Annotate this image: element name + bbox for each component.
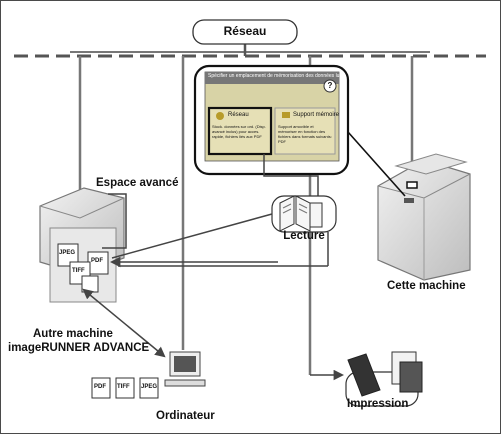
- computer-illustration: [164, 351, 206, 387]
- advanced-box-label: Espace avancé: [96, 177, 179, 189]
- other-machine-label-line2: imageRUNNER ADVANCE: [8, 342, 150, 354]
- panel-memory-desc: Support amovible et mémoriser en fonctio…: [278, 124, 332, 144]
- computer-file-pdf-label: PDF: [94, 384, 106, 390]
- computer-file-tiff-label: TIFF: [117, 384, 130, 390]
- computer-file-jpeg-label: JPEG: [141, 384, 158, 390]
- memory-card-icon: [282, 112, 290, 118]
- network-label: Réseau: [223, 24, 267, 38]
- file-pdf-label: PDF: [91, 258, 103, 264]
- scan-documents-icon: [271, 195, 337, 233]
- question-icon[interactable]: [323, 79, 337, 93]
- panel-network-button[interactable]: [207, 106, 273, 156]
- computer-label: Ordinateur: [156, 410, 215, 422]
- file-icons-computer: [91, 377, 159, 399]
- file-tiff-label: TIFF: [72, 268, 85, 274]
- print-label: Impression: [347, 398, 409, 410]
- panel-network-desc: Stock. données sur ord. (Disp. avancé in…: [212, 124, 266, 139]
- control-panel-callout: [193, 64, 350, 196]
- other-machine-label-line1: Autre machine: [33, 328, 113, 340]
- file-jpeg-label: JPEG: [59, 250, 76, 256]
- scan-label: Lecture: [283, 230, 325, 242]
- this-machine-illustration: [377, 153, 471, 281]
- network-box: [192, 19, 298, 45]
- panel-help-glyph: ?: [327, 81, 333, 90]
- print-output-illustration: [345, 351, 423, 407]
- this-machine-label: Cette machine: [387, 280, 466, 292]
- panel-header: Spécifier un emplacement de mémorisation…: [208, 73, 345, 79]
- file-icons-advanced-space: [57, 243, 109, 293]
- globe-icon: [216, 112, 224, 120]
- panel-network-label: Réseau: [228, 112, 249, 118]
- panel-memory-label: Support mémoire: [293, 112, 340, 118]
